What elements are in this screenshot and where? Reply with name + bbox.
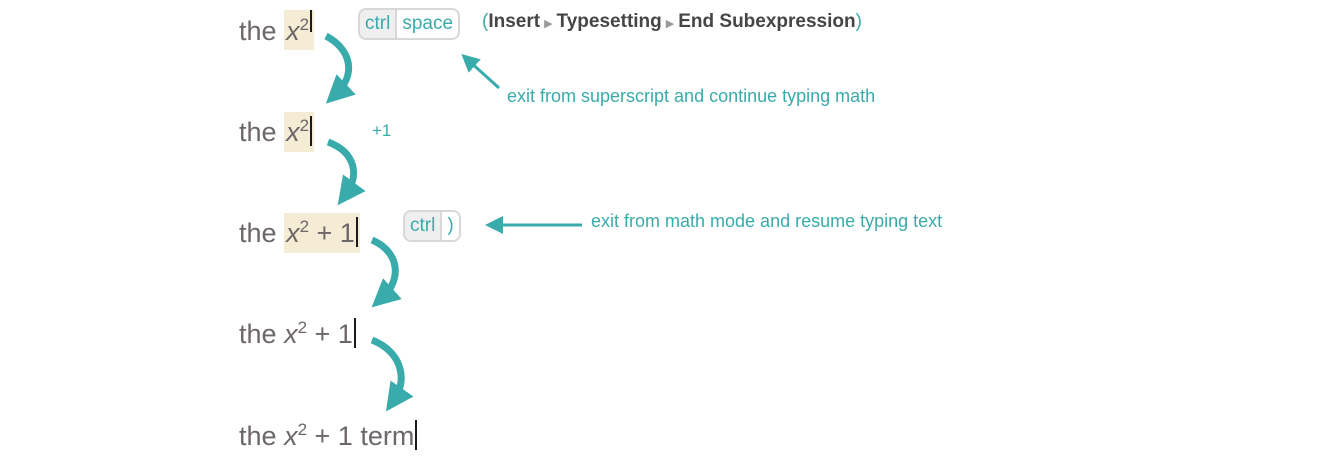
text-cursor bbox=[353, 318, 356, 348]
key-paren: ) bbox=[440, 212, 459, 240]
paren-open: ( bbox=[482, 11, 489, 32]
text-word: the bbox=[239, 319, 277, 349]
math-exponent: 2 bbox=[299, 217, 310, 236]
math-highlight: x2 bbox=[284, 10, 315, 50]
math-var: x bbox=[284, 421, 298, 451]
menu-typesetting: Typesetting bbox=[556, 11, 662, 32]
curved-arrow-1 bbox=[324, 32, 356, 104]
text-cursor bbox=[355, 217, 358, 247]
curved-arrow-4 bbox=[370, 336, 414, 412]
key-ctrl: ctrl bbox=[365, 13, 391, 34]
shortcut-ctrl-paren: ctrl) bbox=[403, 210, 461, 242]
math-exponent: 2 bbox=[297, 318, 308, 337]
math-rest: + 1 bbox=[307, 421, 353, 451]
line-1: the x2 bbox=[239, 10, 315, 50]
note-exit-math: exit from math mode and resume typing te… bbox=[591, 211, 943, 231]
line-4: the x2 + 1 bbox=[239, 314, 356, 354]
math-highlight: x2 + 1 bbox=[284, 213, 360, 253]
line-3: the x2 + 1 bbox=[239, 213, 360, 253]
text-word: the bbox=[239, 218, 277, 248]
math-var: x bbox=[284, 319, 298, 349]
math-exponent: 2 bbox=[299, 15, 310, 34]
triangle-right-icon: ▶ bbox=[544, 18, 553, 30]
text-word: the bbox=[239, 421, 277, 451]
paren-close: ) bbox=[855, 11, 862, 32]
math-var: x bbox=[286, 16, 300, 46]
typed-plus-one: +1 bbox=[372, 121, 392, 140]
math-var: x bbox=[286, 117, 300, 147]
math-highlight: x2 bbox=[284, 112, 315, 152]
math-rest: + 1 bbox=[309, 218, 355, 248]
line-2: the x2 bbox=[239, 112, 315, 152]
text-cursor bbox=[415, 420, 418, 450]
text-word: the bbox=[239, 16, 277, 46]
line-5: the x2 + 1 term bbox=[239, 416, 418, 456]
text-term: term bbox=[352, 421, 415, 451]
note-exit-superscript: exit from superscript and continue typin… bbox=[507, 86, 876, 106]
math-exponent: 2 bbox=[299, 116, 310, 135]
text-cursor bbox=[310, 116, 313, 146]
pointer-arrow-1 bbox=[461, 53, 501, 90]
curved-arrow-3 bbox=[370, 236, 402, 308]
curved-arrow-2 bbox=[326, 138, 366, 206]
menu-path: (Insert▶Typesetting▶End Subexpression) bbox=[482, 11, 862, 33]
math-exponent: 2 bbox=[297, 420, 308, 439]
text-word: the bbox=[239, 117, 277, 147]
math-var: x bbox=[286, 218, 300, 248]
math-rest: + 1 bbox=[307, 319, 353, 349]
key-space: space bbox=[395, 10, 459, 38]
triangle-right-icon: ▶ bbox=[665, 18, 675, 30]
key-ctrl: ctrl bbox=[410, 215, 436, 236]
text-cursor bbox=[310, 10, 313, 32]
menu-insert: Insert bbox=[488, 11, 541, 32]
menu-end-subexpression: End Subexpression bbox=[678, 11, 856, 32]
